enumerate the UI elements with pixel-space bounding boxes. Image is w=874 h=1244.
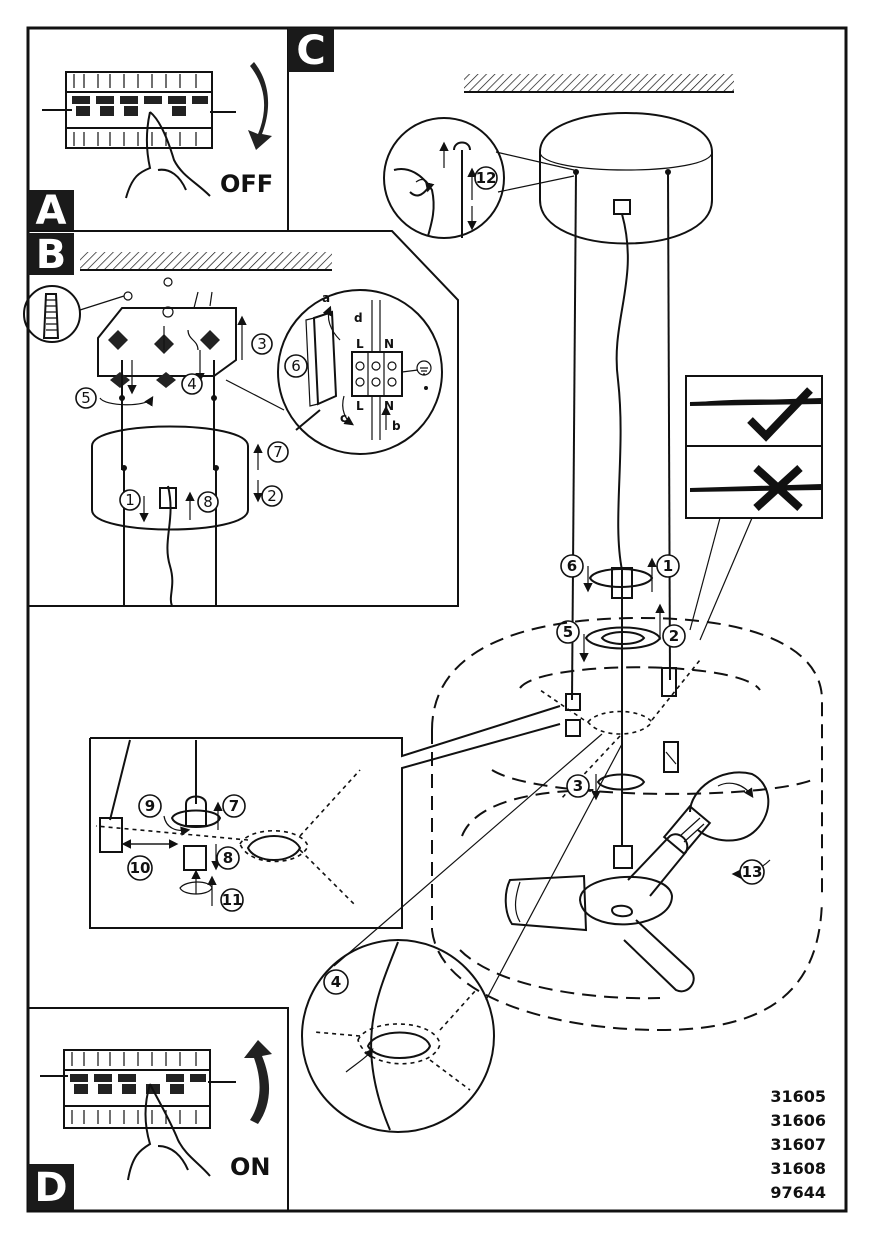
- svg-text:9: 9: [145, 797, 155, 815]
- step-marker: 7: [222, 794, 246, 818]
- svg-text:3: 3: [257, 335, 267, 353]
- svg-text:D: D: [34, 1165, 67, 1211]
- step-marker: 6: [560, 554, 584, 578]
- step-marker: 3: [251, 333, 273, 355]
- section-tag-c: C: [288, 28, 334, 74]
- svg-text:B: B: [36, 232, 67, 278]
- step-marker: 5: [556, 620, 580, 644]
- model-number: 31606: [770, 1111, 826, 1130]
- wire-label-a: a: [322, 291, 330, 305]
- svg-text:12: 12: [476, 169, 497, 187]
- svg-text:2: 2: [669, 627, 679, 645]
- svg-text:1: 1: [663, 557, 673, 575]
- model-number: 97644: [770, 1183, 826, 1202]
- svg-text:5: 5: [81, 389, 91, 407]
- step-marker: 4: [323, 969, 349, 995]
- wire-label-c: c: [340, 411, 347, 425]
- step-marker: 13: [739, 859, 765, 885]
- svg-text:3: 3: [573, 777, 583, 795]
- terminal-label-live-bottom: L: [356, 399, 364, 413]
- section-tag-a: A: [28, 188, 74, 234]
- panel-c-main-assembly: 12 6 1 5 2: [89, 74, 823, 1133]
- svg-text:1: 1: [125, 491, 135, 509]
- step-marker: 5: [75, 387, 97, 409]
- wire-label-d: d: [354, 311, 363, 325]
- step-marker: 12: [474, 166, 498, 190]
- svg-text:A: A: [36, 188, 67, 234]
- svg-text:13: 13: [742, 863, 763, 881]
- model-number: 31608: [770, 1159, 826, 1178]
- svg-text:4: 4: [187, 375, 197, 393]
- step-marker: 2: [261, 485, 283, 507]
- panel-a-switch-off: OFF: [28, 28, 289, 232]
- breaker-box-on: [40, 1049, 236, 1129]
- svg-text:7: 7: [273, 443, 283, 461]
- wire-label-b: b: [392, 419, 401, 433]
- section-tag-b: B: [28, 232, 74, 278]
- hand-on: [127, 1083, 211, 1181]
- hand-off: [125, 111, 211, 199]
- step-marker: 6: [284, 354, 308, 378]
- svg-text:11: 11: [222, 891, 243, 909]
- svg-text:5: 5: [563, 623, 573, 641]
- terminal-label-live-top: L: [356, 337, 364, 351]
- rotate-down-arrow-icon: [248, 62, 272, 150]
- svg-text:C: C: [296, 28, 325, 74]
- svg-text:2: 2: [267, 487, 277, 505]
- terminal-label-neutral-bottom: N: [384, 399, 394, 413]
- off-label: OFF: [220, 170, 273, 198]
- svg-text:7: 7: [229, 797, 239, 815]
- model-number: 31607: [770, 1135, 826, 1154]
- svg-text:8: 8: [223, 849, 233, 867]
- breaker-box-off: [42, 71, 236, 149]
- rotate-up-arrow-icon: [244, 1040, 272, 1124]
- step-marker: 11: [220, 888, 244, 912]
- section-tag-d: D: [28, 1164, 74, 1211]
- on-label: ON: [230, 1153, 271, 1181]
- svg-text:6: 6: [567, 557, 577, 575]
- step-marker: 9: [138, 794, 162, 818]
- step-marker: 8: [216, 846, 240, 870]
- step-marker: 3: [566, 774, 590, 798]
- terminal-label-neutral-top: N: [384, 337, 394, 351]
- svg-text:4: 4: [331, 973, 341, 991]
- model-number: 31605: [770, 1087, 826, 1106]
- step-marker: 4: [181, 373, 203, 395]
- step-marker: 1: [656, 554, 680, 578]
- svg-text:10: 10: [130, 859, 151, 877]
- step-marker: 7: [267, 441, 289, 463]
- panel-d-switch-on: ON: [28, 1007, 289, 1211]
- outer-frame: [26, 26, 848, 1213]
- svg-text:6: 6: [291, 357, 301, 375]
- model-numbers: 31605 31606 31607 31608 97644: [770, 1087, 826, 1202]
- step-marker: 2: [662, 624, 686, 648]
- ceiling-hatch-b: [80, 252, 332, 270]
- panel-b-canopy-mounting: a d c b L N L N 3 4 5 6 7 1 8 2: [23, 230, 459, 607]
- step-marker: 10: [127, 855, 153, 881]
- step-marker: 8: [197, 491, 219, 513]
- ceiling-hatch-c: [464, 74, 734, 92]
- step-marker: 1: [119, 489, 141, 511]
- svg-text:8: 8: [203, 493, 213, 511]
